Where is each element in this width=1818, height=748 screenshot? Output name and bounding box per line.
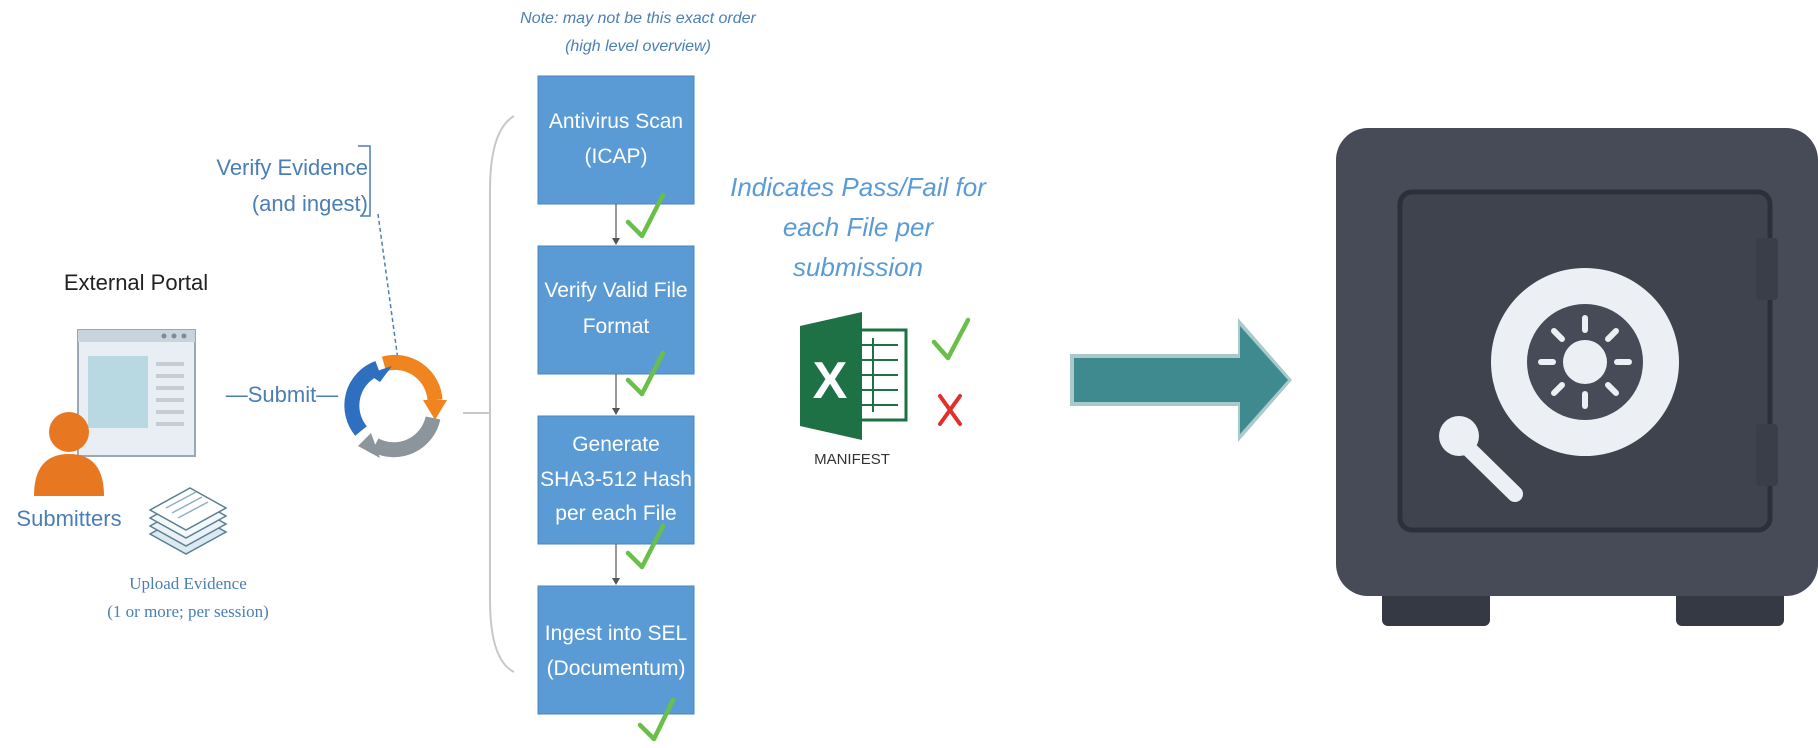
check-icon-step-1 xyxy=(625,192,666,239)
verify-callout xyxy=(358,145,399,361)
step-box-generate-hash: Generate SHA3-512 Hash per each File xyxy=(537,415,695,545)
excel-icon-letter: X xyxy=(813,352,848,410)
document-stack-icon xyxy=(148,487,228,555)
upload-evidence-label: Upload Evidence xyxy=(129,574,247,593)
step-box-antivirus: Antivirus Scan (ICAP) xyxy=(537,75,695,205)
step-3-line-1: Generate xyxy=(572,433,660,456)
verify-line-2: (and ingest) xyxy=(252,191,368,216)
order-note: Note: may not be this exact order (high … xyxy=(520,10,756,55)
safe-icon xyxy=(1336,128,1818,626)
check-icon-step-4 xyxy=(637,697,676,742)
step-1-line-2: (ICAP) xyxy=(585,145,648,168)
step-1-line-1: Antivirus Scan xyxy=(549,110,683,133)
refresh-cycle-icon xyxy=(344,354,447,458)
submit-label: —Submit— xyxy=(226,382,338,407)
step-2-line-2: Format xyxy=(583,315,650,338)
verify-evidence-label: Verify Evidence (and ingest) xyxy=(216,155,368,216)
step-4-line-1: Ingest into SEL xyxy=(545,622,687,645)
person-icon xyxy=(34,412,104,496)
indicates-line-1: Indicates Pass/Fail for xyxy=(730,172,987,202)
step-3-line-3: per each File xyxy=(555,502,676,525)
note-line-2: (high level overview) xyxy=(565,38,711,55)
check-icon-manifest xyxy=(931,317,971,361)
manifest-label: MANIFEST xyxy=(814,451,890,468)
upload-evidence-sublabel: (1 or more; per session) xyxy=(107,602,268,621)
step-2-line-1: Verify Valid File xyxy=(544,279,687,302)
excel-icon: X xyxy=(800,312,908,440)
external-portal-title: External Portal xyxy=(64,270,208,295)
indicates-line-2: each File per xyxy=(783,212,935,242)
step-box-ingest: Ingest into SEL (Documentum) xyxy=(537,585,695,715)
step-box-verify-format: Verify Valid File Format xyxy=(537,245,695,375)
check-icon-step-2 xyxy=(625,350,666,397)
check-icon-step-3 xyxy=(625,523,666,570)
indicates-pass-fail-label: Indicates Pass/Fail for each File per su… xyxy=(730,172,987,282)
submitters-label: Submitters xyxy=(16,506,121,531)
step-connectors xyxy=(612,204,620,585)
steps-bracket xyxy=(463,115,515,673)
step-3-line-2: SHA3-512 Hash xyxy=(540,468,692,491)
browser-window-icon xyxy=(77,329,196,457)
right-arrow-icon xyxy=(1070,318,1292,442)
step-4-line-2: (Documentum) xyxy=(547,657,686,680)
note-line-1: Note: may not be this exact order xyxy=(520,10,756,27)
verify-line-1: Verify Evidence xyxy=(216,155,368,180)
indicates-line-3: submission xyxy=(793,252,923,282)
cross-icon-manifest xyxy=(938,394,962,426)
